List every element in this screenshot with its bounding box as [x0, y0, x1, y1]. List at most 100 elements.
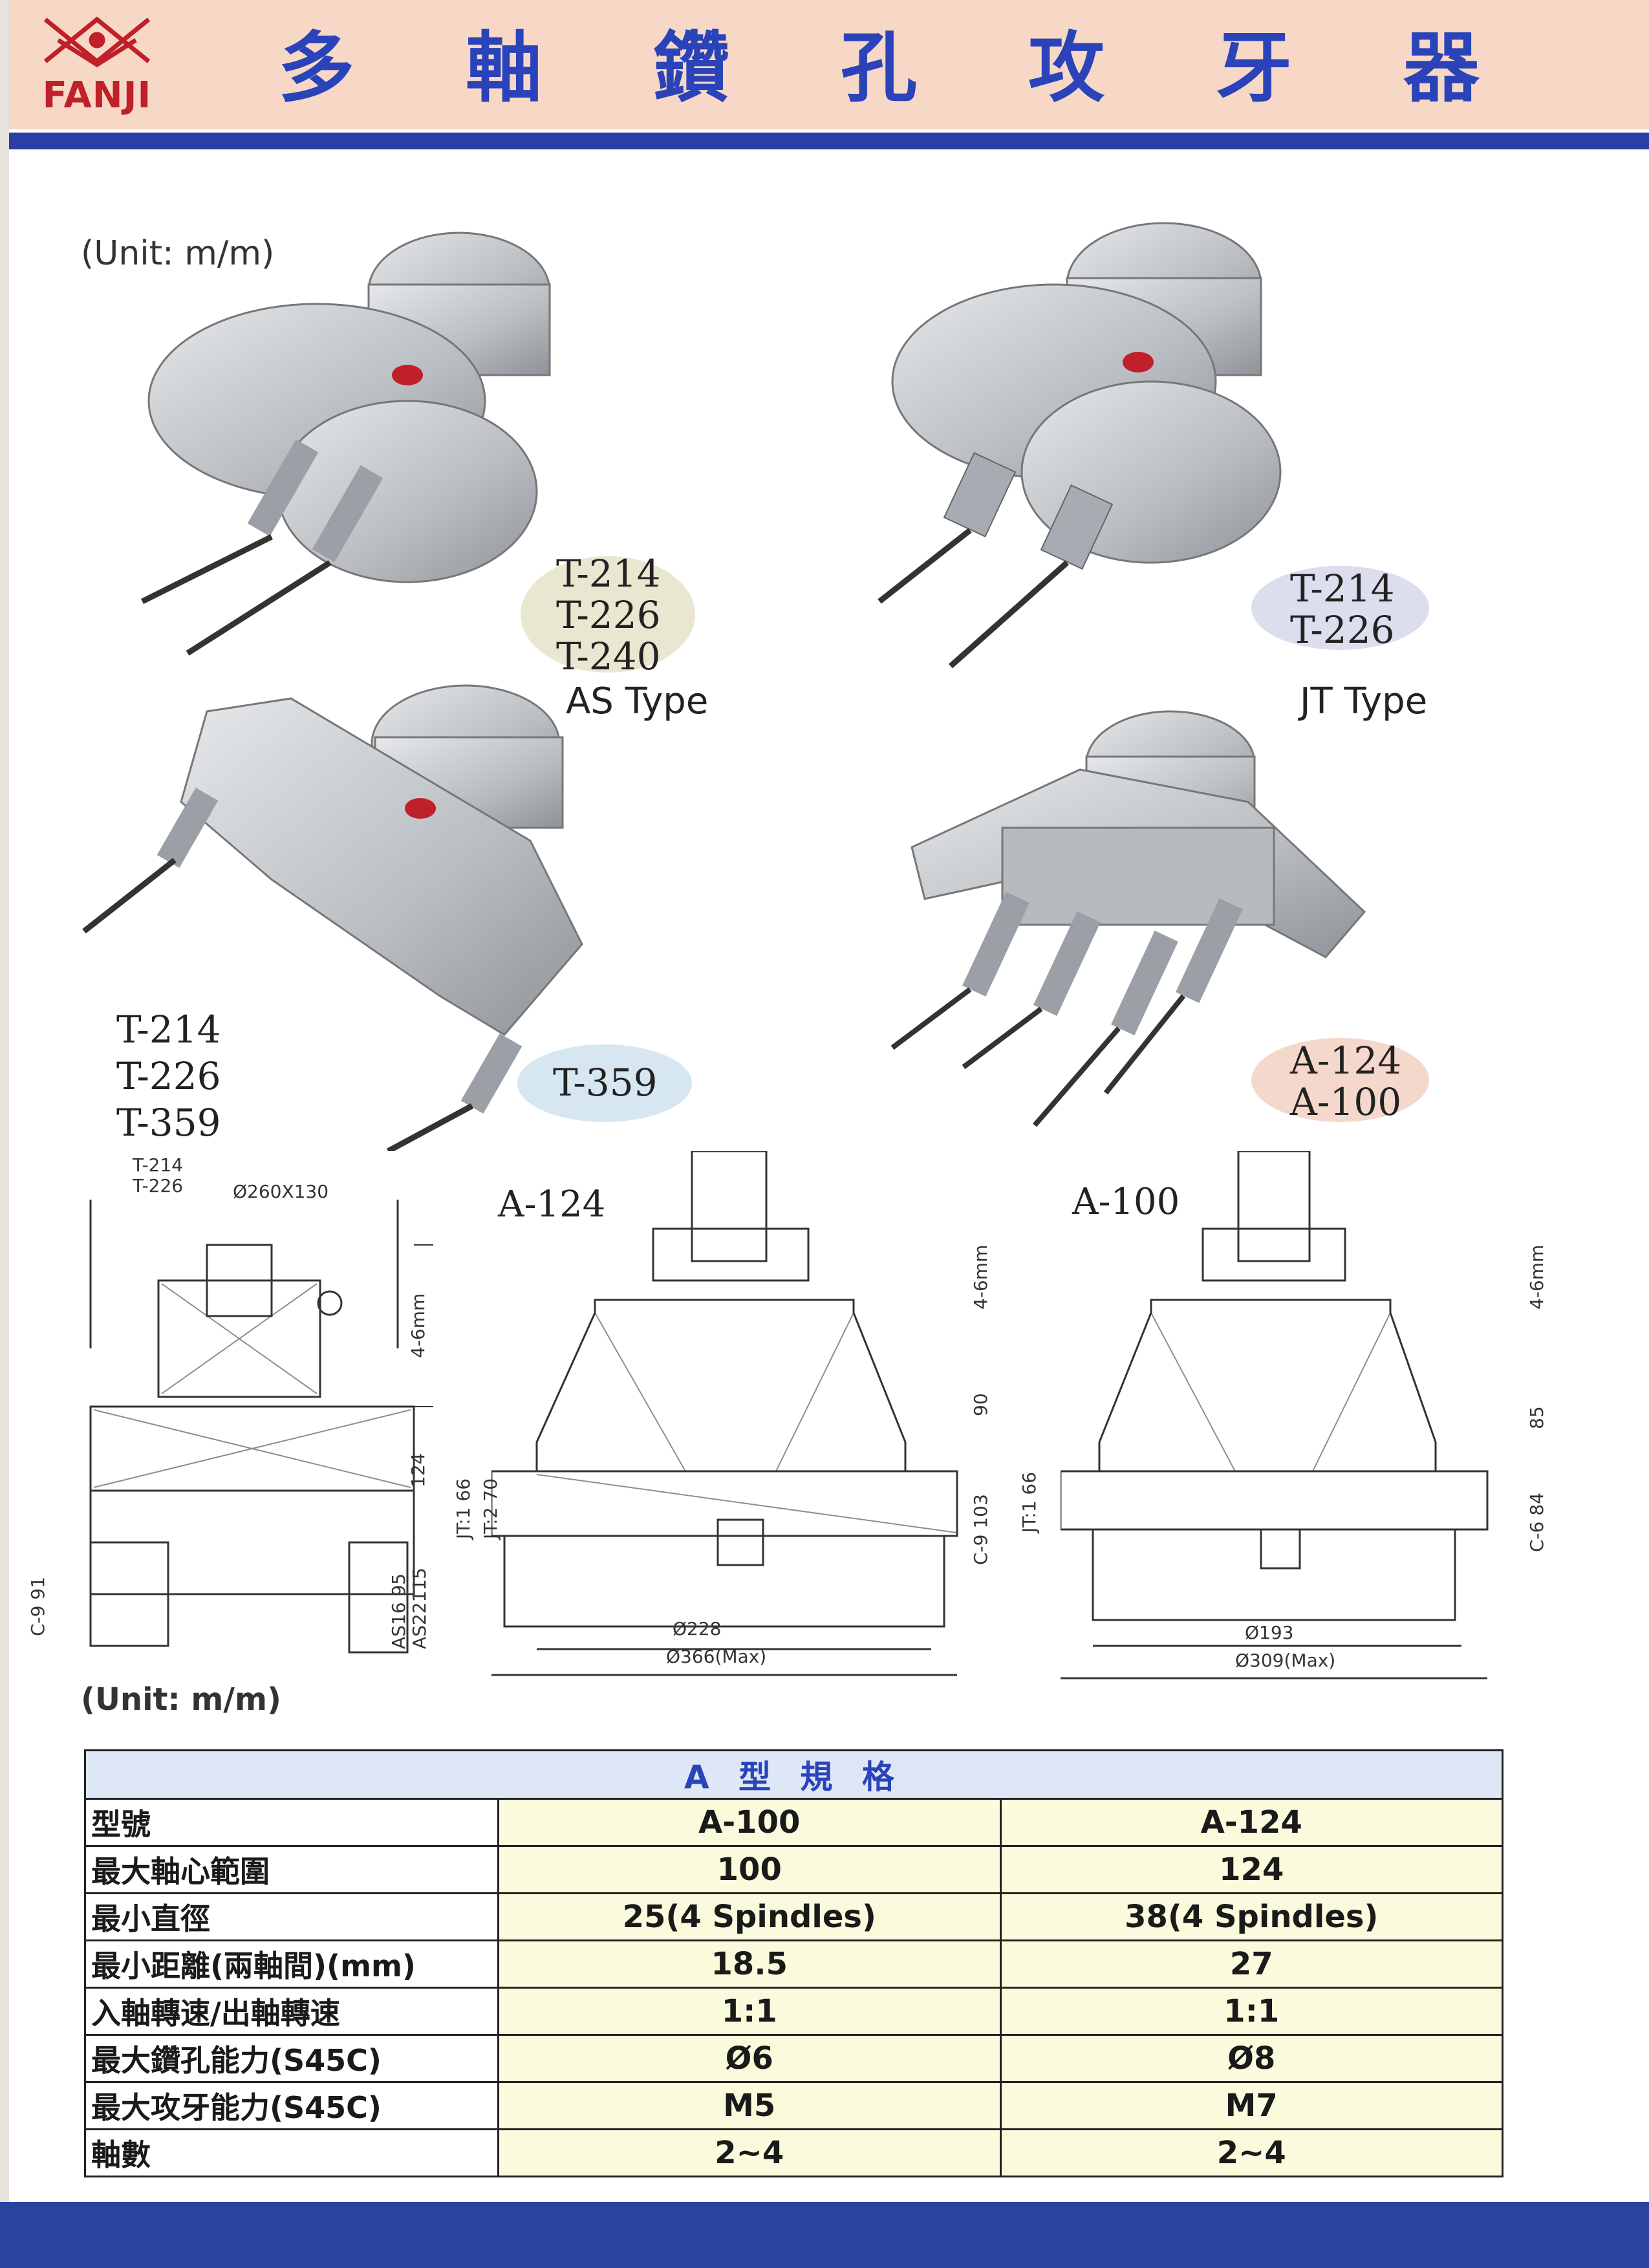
- a124-drawing-title: A-124: [498, 1183, 606, 1226]
- model-label: A-124: [1290, 1039, 1402, 1083]
- t359-photo: [82, 684, 583, 1151]
- model-label: T-226: [116, 1054, 221, 1098]
- t-dim-right-mid: 124: [407, 1453, 429, 1487]
- cell-a124: 124: [999, 1845, 1503, 1894]
- brand-name: FANJI: [42, 74, 152, 116]
- model-label: T-226: [556, 593, 661, 637]
- as-type-photo: [140, 232, 551, 656]
- row-label: 最小直徑: [84, 1892, 499, 1941]
- header-rule: [0, 133, 1649, 149]
- table-row: 最大攻牙能力(S45C) M5 M7: [84, 2081, 1503, 2130]
- model-label: A-100: [1290, 1080, 1402, 1124]
- model-label: T-226: [133, 1175, 184, 1196]
- table-caption: A 型 規 格: [84, 1749, 1503, 1800]
- t-dim-bottom-right-2: AS22115: [409, 1568, 430, 1649]
- cell-a100: 100: [497, 1845, 1002, 1894]
- a100-drawing: [1061, 1151, 1489, 1679]
- a124-drawing: [491, 1151, 958, 1676]
- t-dim-right-top: 4-6mm: [407, 1293, 429, 1358]
- row-label: 型號: [84, 1798, 499, 1847]
- a-type-badge: [1251, 1038, 1429, 1122]
- a100-dim-low: C-6 84: [1526, 1493, 1547, 1552]
- title-char: 軸: [466, 23, 543, 113]
- t-drawing-models: T-214 T-226: [133, 1155, 183, 1196]
- table-row: 入軸轉速/出軸轉速 1:1 1:1: [84, 1987, 1503, 2036]
- cell-a100: 25(4 Spindles): [497, 1892, 1002, 1941]
- t359-badge-label: T-359: [553, 1061, 658, 1105]
- t-dim-left: C-9 91: [27, 1577, 48, 1636]
- t-dim-top: Ø260X130: [233, 1181, 329, 1202]
- a124-dim-low: C-9 103: [970, 1494, 991, 1565]
- page-title: 多 軸 鑽 孔 攻 牙 器: [213, 13, 1507, 123]
- a124-dim-left-2: JT:2 70: [480, 1478, 501, 1539]
- cell-a124: Ø8: [999, 2034, 1503, 2083]
- a100-dim-top: 4-6mm: [1526, 1244, 1547, 1310]
- model-label: T-214: [116, 1008, 221, 1052]
- row-label: 最小距離(兩軸間)(mm): [84, 1939, 499, 1989]
- table-row: 型號 A-100 A-124: [84, 1798, 1503, 1847]
- cell-a100: 2~4: [497, 2128, 1002, 2177]
- cell-a100: 18.5: [497, 1939, 1002, 1989]
- row-label: 入軸轉速/出軸轉速: [84, 1987, 499, 2036]
- title-char: 牙: [1216, 23, 1293, 113]
- row-label: 軸數: [84, 2128, 499, 2177]
- a100-dia-inner: Ø193: [1245, 1622, 1294, 1643]
- row-label: 最大攻牙能力(S45C): [84, 2081, 499, 2130]
- cell-a124: A-124: [999, 1798, 1503, 1847]
- a100-dia-outer: Ø309(Max): [1235, 1650, 1336, 1671]
- table-caption-row: A 型 規 格: [84, 1749, 1503, 1800]
- page-edge: [0, 0, 9, 2268]
- model-label: T-359: [116, 1101, 221, 1145]
- jt-type-models: T-214 T-226: [1290, 568, 1419, 651]
- spec-table: A 型 規 格 型號 A-100 A-124 最大軸心範圍 100 124 最小…: [84, 1749, 1503, 2177]
- t-series-drawing: [89, 1200, 433, 1654]
- model-label: T-226: [1290, 608, 1395, 652]
- a-type-photo: [890, 710, 1366, 1127]
- unit-label-bottom: (Unit: m/m): [81, 1681, 281, 1718]
- a100-dim-mid: 85: [1526, 1406, 1547, 1429]
- table-row: 最大軸心範圍 100 124: [84, 1845, 1503, 1894]
- unit-label-top: (Unit: m/m): [81, 234, 275, 273]
- a100-dim-left: JT:1 66: [1018, 1471, 1040, 1533]
- model-label: T-214: [556, 552, 661, 596]
- model-label: T-240: [556, 634, 661, 678]
- fanji-logo: [43, 16, 151, 68]
- header-band: [0, 0, 1649, 129]
- jt-type-badge: [1251, 566, 1429, 650]
- a100-drawing-title: A-100: [1072, 1181, 1180, 1223]
- as-type-models: T-214 T-226 T-240: [556, 553, 685, 677]
- cell-a100: A-100: [497, 1798, 1002, 1847]
- as-type-badge: [521, 556, 695, 673]
- a124-dim-top: 4-6mm: [970, 1244, 991, 1310]
- title-char: 鑽: [653, 23, 730, 113]
- cell-a124: 2~4: [999, 2128, 1503, 2177]
- row-label: 最大鑽孔能力(S45C): [84, 2034, 499, 2083]
- t359-badge: [517, 1044, 692, 1122]
- cell-a100: M5: [497, 2081, 1002, 2130]
- a124-dia-outer: Ø366(Max): [666, 1646, 767, 1667]
- title-char: 攻: [1028, 23, 1105, 113]
- cell-a124: M7: [999, 2081, 1503, 2130]
- t-dim-bottom-right-1: AS16 95: [388, 1573, 409, 1649]
- cell-a124: 38(4 Spindles): [999, 1892, 1503, 1941]
- footer-band: [0, 2202, 1649, 2268]
- t359-models: T-214 T-226 T-359: [116, 1009, 259, 1149]
- model-label: T-214: [1290, 567, 1395, 610]
- table-row: 最大鑽孔能力(S45C) Ø6 Ø8: [84, 2034, 1503, 2083]
- row-label: 最大軸心範圍: [84, 1845, 499, 1894]
- title-char: 器: [1403, 23, 1480, 113]
- cell-a124: 27: [999, 1939, 1503, 1989]
- cell-a124: 1:1: [999, 1987, 1503, 2036]
- cell-a100: 1:1: [497, 1987, 1002, 2036]
- a124-dim-left-1: JT:1 66: [453, 1478, 474, 1539]
- table-row: 軸數 2~4 2~4: [84, 2128, 1503, 2177]
- table-row: 最小直徑 25(4 Spindles) 38(4 Spindles): [84, 1892, 1503, 1941]
- a-type-models: A-124 A-100: [1290, 1040, 1419, 1123]
- a124-dim-mid: 90: [970, 1393, 991, 1416]
- jt-type-label: JT Type: [1300, 680, 1428, 722]
- table-row: 最小距離(兩軸間)(mm) 18.5 27: [84, 1939, 1503, 1989]
- a124-dia-inner: Ø228: [673, 1618, 722, 1639]
- jt-type-photo: [878, 222, 1282, 669]
- cell-a100: Ø6: [497, 2034, 1002, 2083]
- title-char: 多: [278, 23, 355, 113]
